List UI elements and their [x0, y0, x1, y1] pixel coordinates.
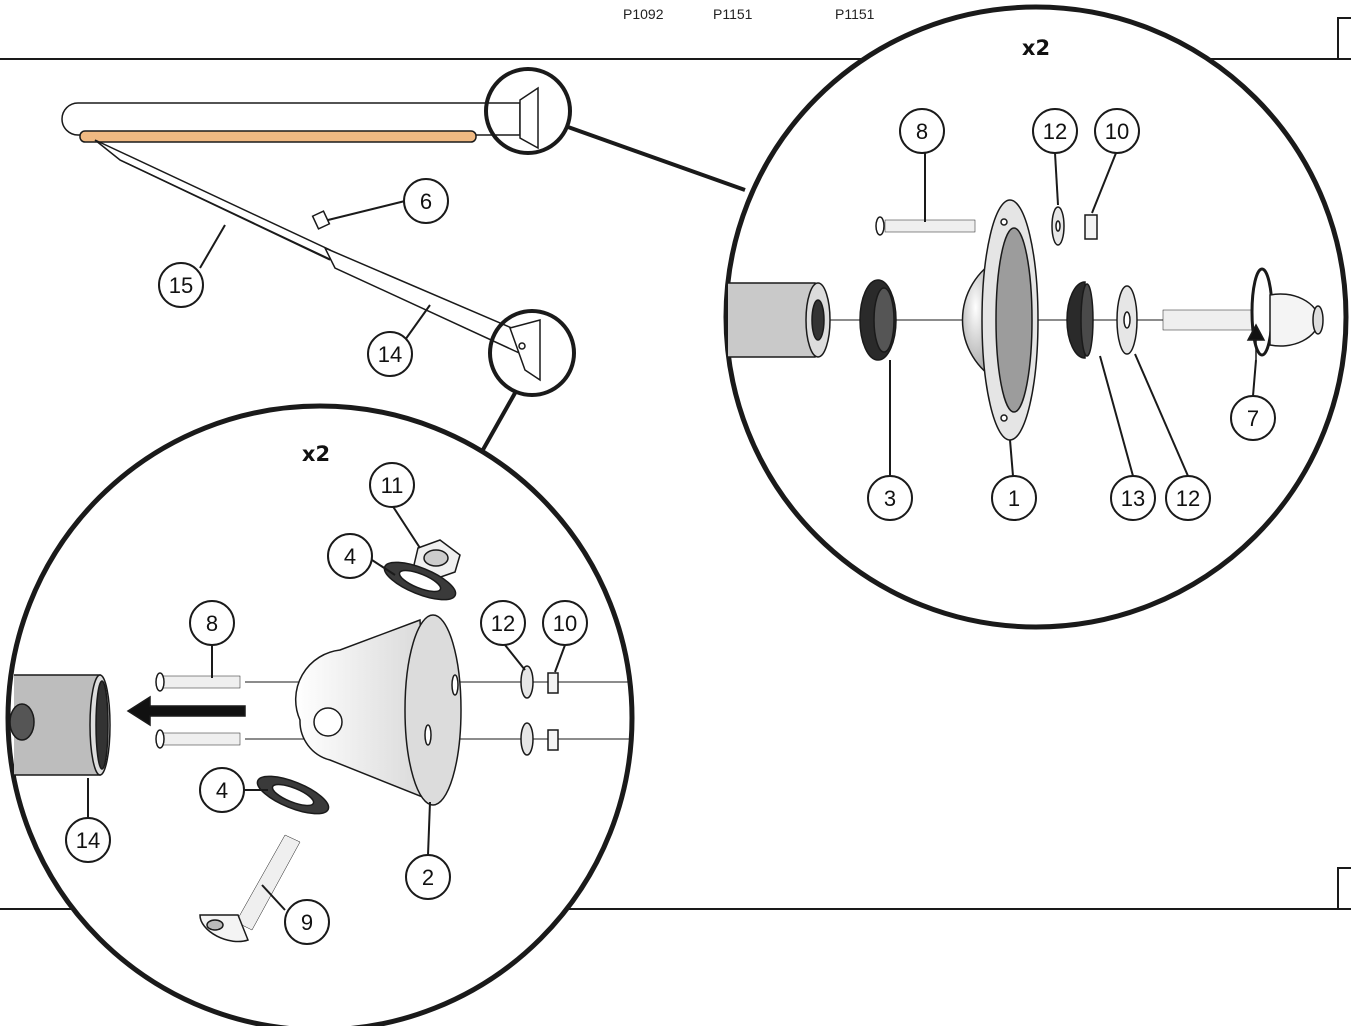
callout-bottom-8: 8 [189, 600, 235, 646]
quantity-label-top: x2 [1022, 36, 1050, 60]
svg-text:2: 2 [422, 865, 434, 890]
callout-top-13: 13 [1110, 475, 1156, 521]
callout-bottom-4a: 4 [327, 533, 373, 579]
callout-bottom-10: 10 [542, 600, 588, 646]
svg-text:3: 3 [884, 486, 896, 511]
header-code-2: P1151 [713, 6, 753, 22]
callout-14: 14 [367, 304, 431, 377]
svg-text:12: 12 [491, 611, 515, 636]
bottom-callout-leaders [87, 504, 566, 911]
orange-strip [79, 130, 477, 143]
top-detail-parts [728, 199, 1324, 441]
callout-top-12a: 12 [1032, 108, 1078, 154]
svg-text:1: 1 [1008, 486, 1020, 511]
svg-text:10: 10 [553, 611, 577, 636]
header-code-3: P1151 [835, 6, 875, 22]
callout-top-12b: 12 [1165, 475, 1211, 521]
bottom-detail-parts [9, 539, 630, 943]
svg-text:4: 4 [344, 544, 356, 569]
svg-text:15: 15 [169, 273, 193, 298]
callout-bottom-9: 9 [284, 899, 330, 945]
frame-overview [61, 86, 541, 382]
svg-text:12: 12 [1043, 119, 1067, 144]
callout-top-3: 3 [867, 475, 913, 521]
callout-15: 15 [158, 224, 226, 308]
svg-text:7: 7 [1247, 406, 1259, 431]
callout-bottom-12: 12 [480, 600, 526, 646]
svg-text:9: 9 [301, 910, 313, 935]
callout-bottom-14: 14 [65, 817, 111, 863]
zoom-rings [478, 67, 746, 456]
header-code-1: P1092 [623, 6, 664, 22]
svg-text:12: 12 [1176, 486, 1200, 511]
svg-text:4: 4 [216, 778, 228, 803]
svg-text:6: 6 [420, 189, 432, 214]
callout-top-8: 8 [899, 108, 945, 154]
quantity-label-bottom: x2 [302, 442, 330, 466]
top-callouts [889, 152, 1257, 477]
svg-text:8: 8 [916, 119, 928, 144]
svg-text:14: 14 [76, 828, 100, 853]
svg-text:10: 10 [1105, 119, 1129, 144]
callout-bottom-2: 2 [405, 854, 451, 900]
callout-top-10: 10 [1094, 108, 1140, 154]
svg-text:11: 11 [381, 473, 404, 498]
svg-text:13: 13 [1121, 486, 1145, 511]
callout-bottom-4b: 4 [199, 767, 245, 813]
callout-top-7: 7 [1230, 395, 1276, 441]
svg-text:14: 14 [378, 342, 402, 367]
callout-top-1: 1 [991, 475, 1037, 521]
callout-6: 6 [327, 178, 449, 224]
callout-bottom-11: 11 [369, 462, 415, 508]
svg-text:8: 8 [206, 611, 218, 636]
